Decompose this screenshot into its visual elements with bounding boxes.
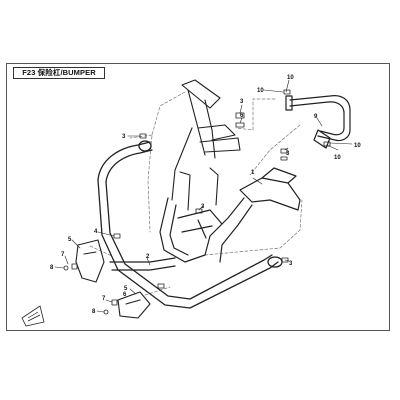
callout-9: 9	[314, 114, 318, 120]
callout-6-upper: 6	[240, 113, 244, 119]
callout-1: 1	[251, 170, 255, 176]
callout-10-left: 10	[257, 88, 264, 94]
callout-3-left: 3	[122, 134, 126, 140]
corner-guard-lower	[117, 291, 151, 319]
callout-3-lower: 3	[289, 261, 293, 267]
callout-2: 2	[146, 254, 150, 260]
callout-3-upper: 3	[240, 99, 244, 105]
callout-labels: 1 2 3 3 3 3 3 4 5 5 6 6 7 7 8 8 9 10 10 …	[50, 75, 361, 315]
callout-3-right: 3	[286, 151, 290, 157]
callout-10-top: 10	[287, 75, 294, 81]
callout-10-right: 10	[354, 143, 361, 149]
callout-7-lower: 7	[102, 296, 106, 302]
diagram-title: F23 保险杠/BUMPER	[13, 67, 105, 79]
brand-logo	[21, 305, 45, 327]
callout-10-bottom: 10	[334, 155, 341, 161]
callout-3-center: 3	[201, 204, 205, 210]
callout-7-upper: 7	[61, 252, 65, 258]
callout-4: 4	[94, 229, 98, 235]
callout-5-upper: 5	[68, 237, 72, 243]
front-bumper-tube	[97, 140, 283, 309]
callout-8-upper: 8	[50, 265, 54, 271]
corner-guard-upper	[75, 239, 105, 283]
upper-frame-part	[171, 79, 241, 211]
callout-6-lower: 6	[123, 292, 127, 298]
front-bumper-frame	[159, 167, 301, 263]
callout-5-lower: 5	[124, 286, 128, 292]
leader-lines	[54, 79, 353, 313]
callout-8-lower: 8	[92, 309, 96, 315]
rear-bumper-bar	[285, 95, 351, 149]
assembly-dash-lines	[89, 91, 303, 296]
diagram-frame	[6, 63, 390, 331]
